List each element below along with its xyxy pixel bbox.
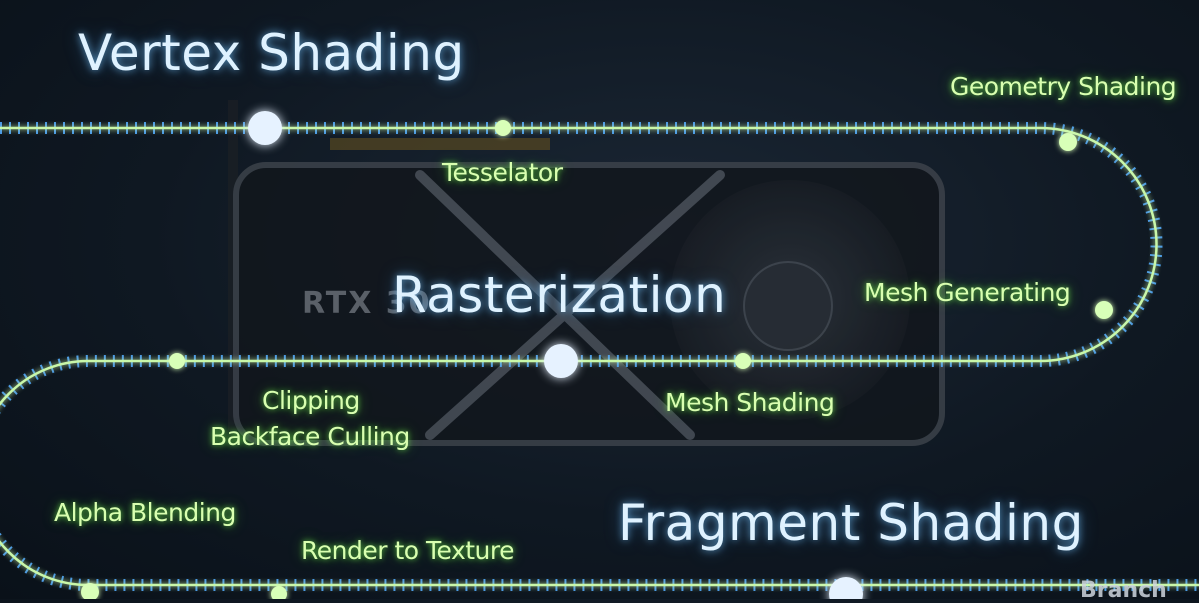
tesselator-label: Tesselator [442,158,563,187]
gpu-model-text: RTX 30 [302,286,432,321]
tesselator-dot [495,120,511,136]
raster-stage-dot [544,344,578,378]
vertex-shading-title: Vertex Shading [78,24,465,82]
clipping-label: Clipping [262,386,360,415]
geometry-shading-label: Geometry Shading [950,72,1177,101]
clipping-dot [169,353,185,369]
pipeline-track [0,122,1199,591]
mesh-shading-label: Mesh Shading [665,388,835,417]
mesh-generating-label: Mesh Generating [864,278,1071,307]
render-to-texture-label: Render to Texture [301,536,515,565]
mesh-generating-dot [1095,301,1113,319]
backface-culling-label: Backface Culling [210,422,410,451]
mesh-shading-dot [735,353,751,369]
vertex-stage-dot [248,111,282,145]
fragment-shading-title: Fragment Shading [618,494,1084,552]
alpha-dot [81,583,99,599]
rasterization-title: Rasterization [392,266,727,324]
alpha-blending-label: Alpha Blending [54,498,236,527]
geometry-dot [1059,133,1077,151]
channel-watermark: Branch [1080,578,1167,603]
render-texture-dot [271,586,287,599]
fragment-stage-dot [829,577,863,599]
